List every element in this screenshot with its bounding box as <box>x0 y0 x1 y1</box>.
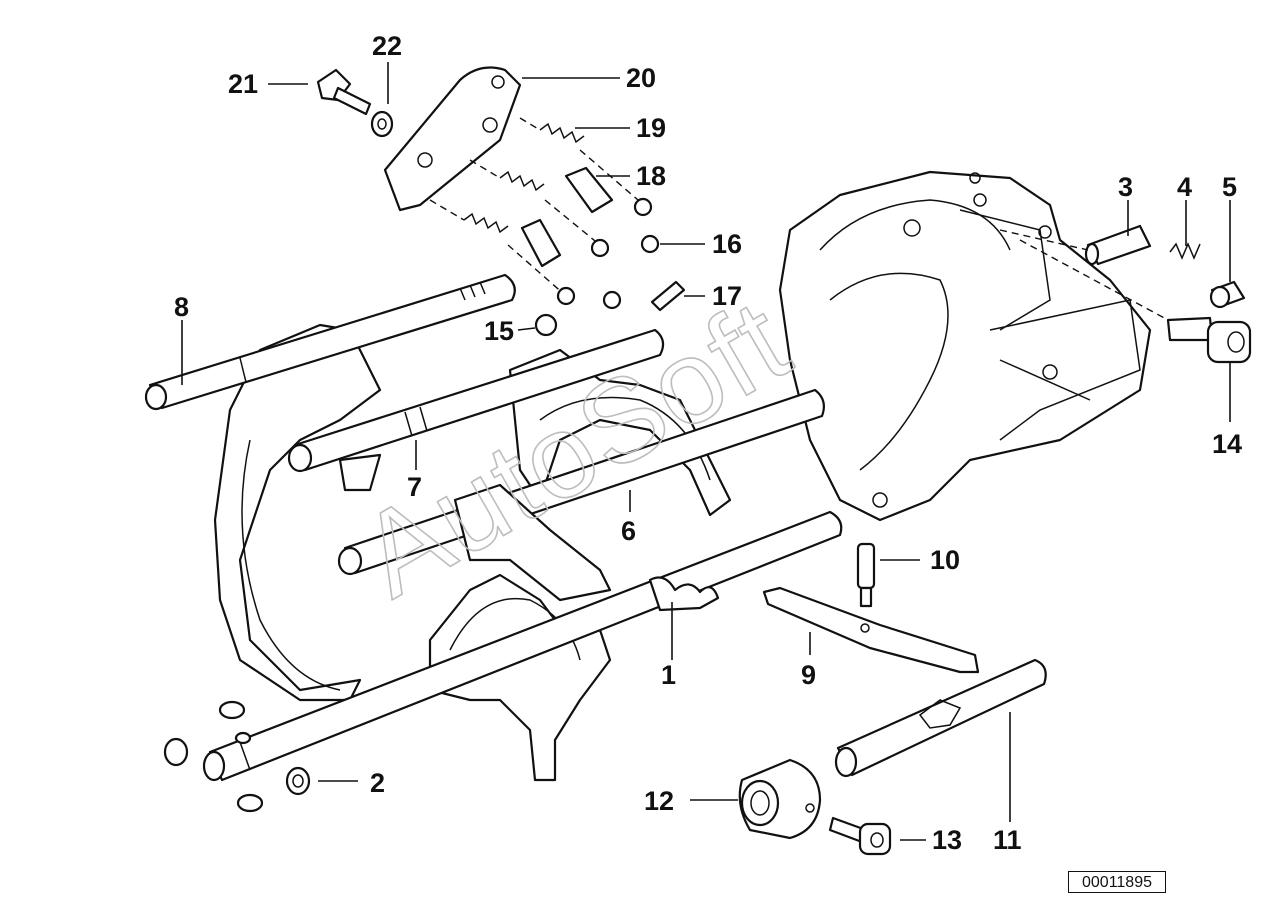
diagram-reference-number: 00011895 <box>1068 871 1166 893</box>
part-20-plate <box>383 66 522 212</box>
part-17-pin <box>650 280 686 312</box>
part-9-lever <box>762 586 980 674</box>
shift-rod-8 <box>144 273 516 411</box>
callout-3: 3 <box>1118 172 1133 202</box>
callout-8: 8 <box>174 292 189 322</box>
part-3-sleeve <box>999 224 1152 266</box>
callout-7: 7 <box>407 472 422 502</box>
callout-5: 5 <box>1222 172 1237 202</box>
balls-15-16 <box>534 197 660 337</box>
callout-1: 1 <box>661 660 676 690</box>
callout-11: 11 <box>993 825 1022 855</box>
callout-15: 15 <box>484 316 514 346</box>
callout-13: 13 <box>932 825 962 855</box>
part-12-collar <box>738 758 822 840</box>
part-10-pin <box>856 542 876 608</box>
callout-labels: 1 2 3 4 5 6 7 8 9 10 11 12 13 14 15 16 1… <box>174 31 1242 855</box>
part-11-shaft <box>834 658 1047 778</box>
part-22-washer <box>370 110 394 138</box>
callout-9: 9 <box>801 660 816 690</box>
part-13-bolt <box>828 816 892 856</box>
springs-19 <box>429 117 639 296</box>
part-5-plug <box>1209 280 1246 309</box>
callout-18: 18 <box>636 161 666 191</box>
callout-20: 20 <box>626 63 656 93</box>
part-14-bolt <box>1019 239 1252 364</box>
part-4-spring <box>1169 242 1201 260</box>
callout-22: 22 <box>372 31 402 61</box>
callout-12: 12 <box>644 786 674 816</box>
callout-4: 4 <box>1177 172 1192 202</box>
part-2-bush <box>285 766 311 796</box>
pins-18 <box>520 166 614 268</box>
callout-16: 16 <box>712 229 742 259</box>
callout-17: 17 <box>712 281 742 311</box>
callout-14: 14 <box>1212 429 1242 459</box>
shift-rod-1 <box>202 510 843 782</box>
callout-6: 6 <box>621 516 636 546</box>
gearbox-housing <box>778 170 1152 522</box>
part-21-bolt <box>316 68 372 116</box>
callout-19: 19 <box>636 113 666 143</box>
callout-21: 21 <box>228 69 258 99</box>
callout-10: 10 <box>930 545 960 575</box>
leader-lines <box>181 62 1231 841</box>
shaft-end-fittings <box>163 700 264 813</box>
callout-2: 2 <box>370 768 385 798</box>
shift-rod-7 <box>287 328 665 473</box>
